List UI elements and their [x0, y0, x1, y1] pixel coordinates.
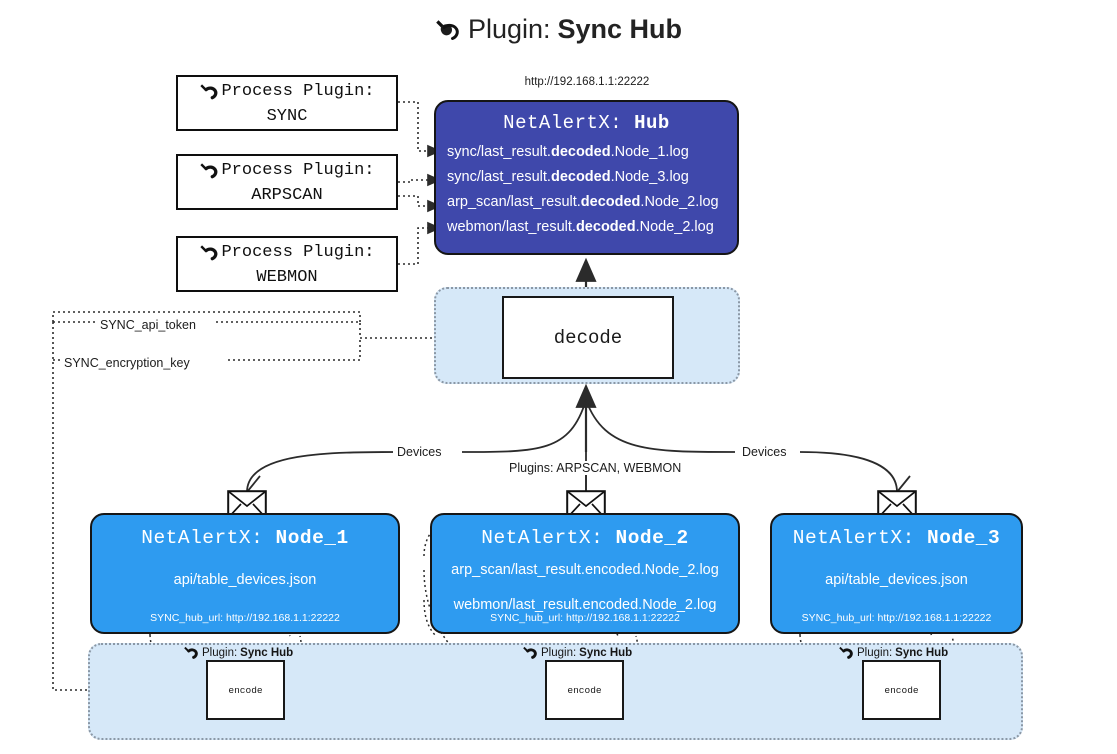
hub-line-2: sync/last_result.decoded.Node_3.log [436, 165, 737, 190]
sync-encryption-key-label: SYNC_encryption_key [64, 356, 190, 370]
node-1-box[interactable]: NetAlertX: Node_1 api/table_devices.json… [90, 513, 400, 634]
encoder-2-plugin-name: Sync Hub [579, 646, 633, 659]
process-plugin-webmon-line1: Process Plugin: [221, 243, 375, 262]
hub-line-3-em: decoded [580, 194, 641, 210]
hub-title-name: Hub [634, 112, 670, 134]
sync-api-token-label: SYNC_api_token [100, 318, 196, 332]
node-1-url: SYNC_hub_url: http://192.168.1.1:22222 [150, 612, 340, 624]
node-1-title-prefix: NetAlertX: [141, 527, 264, 549]
hub-line-2-pre: sync/last_result. [447, 169, 551, 185]
node-2-url: SYNC_hub_url: http://192.168.1.1:22222 [490, 612, 680, 624]
hub-title: NetAlertX: Hub [436, 112, 737, 134]
node-3-url: SYNC_hub_url: http://192.168.1.1:22222 [801, 612, 992, 624]
hub-box[interactable]: NetAlertX: Hub sync/last_result.decoded.… [434, 100, 739, 255]
process-plugin-sync-box[interactable]: Process Plugin: SYNC [176, 75, 398, 131]
plug-icon [184, 646, 198, 659]
encoder-2-plugin-label: Plugin: Sync Hub [522, 645, 632, 660]
hub-title-prefix: NetAlertX: [503, 112, 623, 134]
node-1-title: NetAlertX: Node_1 [92, 527, 398, 549]
hub-line-1-pre: sync/last_result. [447, 144, 551, 160]
hub-line-3: arp_scan/last_result.decoded.Node_2.log [436, 190, 737, 215]
decode-box[interactable]: decode [502, 296, 674, 379]
node-2-line-2: webmon/last_result.encoded.Node_2.log [453, 597, 717, 613]
hub-line-3-pre: arp_scan/last_result. [447, 194, 581, 210]
node-2-box[interactable]: NetAlertX: Node_2 arp_scan/last_result.e… [430, 513, 740, 634]
plug-icon [200, 245, 218, 261]
hub-line-4-post: .Node_2.log [635, 219, 714, 235]
encoder-3-plugin-prefix: Plugin: [857, 646, 893, 659]
node-3-title: NetAlertX: Node_3 [772, 527, 1021, 549]
encoder-1-plugin-name: Sync Hub [240, 646, 294, 659]
node-3-title-name: Node_3 [927, 527, 1001, 549]
node-3-line-1: api/table_devices.json [825, 572, 968, 588]
hub-line-3-post: .Node_2.log [640, 194, 719, 210]
encoder-2-plugin-prefix: Plugin: [541, 646, 577, 659]
encoder-3-plugin-label: Plugin: Sync Hub [838, 645, 948, 660]
process-plugin-arpscan-box[interactable]: Process Plugin: ARPSCAN [176, 154, 398, 210]
edge-node1-devices [246, 451, 401, 493]
node-2-title-name: Node_2 [615, 527, 689, 549]
process-plugin-webmon-box[interactable]: Process Plugin: WEBMON [176, 236, 398, 292]
hub-line-2-em: decoded [550, 169, 611, 185]
process-plugin-sync-line1: Process Plugin: [221, 82, 375, 101]
hub-line-2-post: .Node_3.log [610, 169, 689, 185]
encode-box-1[interactable]: encode [206, 660, 285, 720]
plug-icon [523, 646, 537, 659]
encoder-1-plugin-prefix: Plugin: [202, 646, 238, 659]
edge-node1-curve-up [461, 399, 587, 453]
hub-line-1: sync/last_result.decoded.Node_1.log [436, 140, 737, 165]
edge-label-plugins: Plugins: ARPSCAN, WEBMON [505, 461, 686, 475]
process-plugin-arpscan-line2: ARPSCAN [251, 186, 323, 205]
plug-icon [200, 84, 218, 100]
edge-label-devices-right: Devices [738, 445, 791, 459]
hub-line-1-post: .Node_1.log [610, 144, 689, 160]
encode-box-3[interactable]: encode [862, 660, 941, 720]
hub-line-4-pre: webmon/last_result. [447, 219, 576, 235]
encode-box-2[interactable]: encode [545, 660, 624, 720]
plug-icon [200, 163, 218, 179]
hub-line-4: webmon/last_result.decoded.Node_2.log [436, 215, 737, 240]
node-2-title: NetAlertX: Node_2 [432, 527, 738, 549]
hub-line-1-em: decoded [550, 144, 611, 160]
encoder-1-plugin-label: Plugin: Sync Hub [183, 645, 293, 660]
process-plugin-sync-line2: SYNC [266, 107, 308, 126]
encoder-3-plugin-name: Sync Hub [895, 646, 949, 659]
hub-line-4-em: decoded [575, 219, 636, 235]
node-1-title-name: Node_1 [275, 527, 349, 549]
edge-label-devices-left: Devices [393, 445, 446, 459]
title-prefix: Plugin: [467, 14, 551, 44]
process-plugin-arpscan-line1: Process Plugin: [221, 161, 375, 180]
node-3-title-prefix: NetAlertX: [792, 527, 915, 549]
node-3-box[interactable]: NetAlertX: Node_3 api/table_devices.json… [770, 513, 1023, 634]
edge-key-to-join [228, 340, 361, 361]
page-title: Plugin: Sync Hub [0, 14, 1117, 45]
edge-node3-curve-up [585, 399, 736, 453]
plug-icon [436, 19, 459, 40]
node-1-line-1: api/table_devices.json [173, 572, 317, 588]
hub-url-label: http://192.168.1.1:22222 [524, 76, 650, 88]
edge-node3-devices [799, 451, 898, 493]
node-2-title-prefix: NetAlertX: [481, 527, 604, 549]
title-name: Sync Hub [557, 14, 683, 44]
edge-secrets-to-bottom-band [52, 322, 172, 697]
plug-icon [839, 646, 853, 659]
process-plugin-webmon-line2: WEBMON [256, 268, 318, 287]
node-2-line-1: arp_scan/last_result.encoded.Node_2.log [451, 562, 719, 578]
